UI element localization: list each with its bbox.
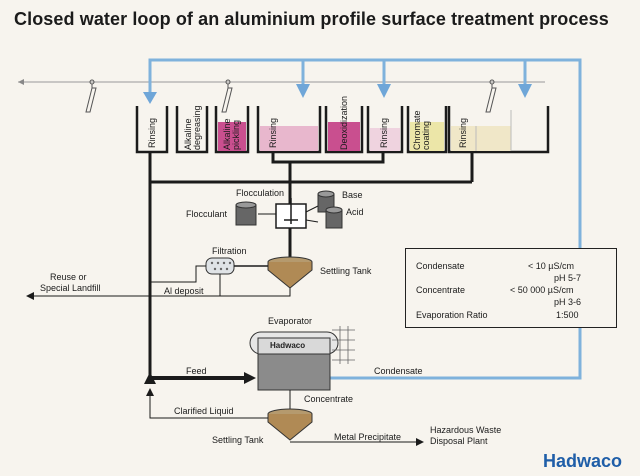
hanging-profile: [221, 79, 233, 113]
tank-outline: [447, 106, 550, 154]
return-arrow: [143, 92, 157, 104]
page-title: Closed water loop of an aluminium profil…: [14, 9, 609, 29]
settling-tank-2-label: Settling Tank: [212, 435, 264, 445]
hazardous-waste-label: Hazardous Waste: [430, 425, 502, 435]
tank-label: Rinsing: [379, 117, 389, 148]
tank-label: Rinsing: [458, 117, 468, 148]
filtration-label: Filtration: [212, 246, 247, 256]
feed-arrow: [244, 372, 256, 384]
clarified-arrow: [146, 388, 154, 396]
clarified-liquid-line: [149, 392, 268, 419]
concentrate-label: Concentrate: [304, 394, 354, 404]
spec-name: Concentrate: [416, 285, 466, 295]
tank-outline: [214, 106, 250, 154]
tank-label: Alkaline pickling: [222, 118, 241, 150]
specs-box: Condensate < 10 µS/cm pH 5-7 Concentrate…: [405, 248, 617, 328]
flocculation-vessel: [275, 198, 307, 229]
drain-manifold: [148, 152, 474, 380]
reuse-label: Reuse or: [50, 272, 87, 282]
al-deposit-line: [30, 288, 291, 297]
tank-row: [135, 106, 550, 154]
precipitate-arrow: [416, 438, 424, 446]
conveyor-arrow: [18, 79, 24, 85]
spec-value: < 50 000 µS/cm: [510, 285, 574, 295]
base-feed: [305, 205, 319, 213]
settling-tank-2: [267, 408, 313, 441]
evaporator-label: Evaporator: [268, 316, 313, 326]
spec-sub: pH 5-7: [554, 273, 582, 283]
loop-arrow: [144, 372, 156, 384]
base-label: Base: [342, 190, 363, 200]
filtrate-return: [150, 265, 206, 283]
tank-outline: [366, 106, 404, 154]
rinsing-bath: [370, 128, 400, 151]
reuse-arrow: [26, 292, 34, 300]
settling-tank-label: Settling Tank: [320, 266, 372, 276]
special-landfill-label: Special Landfill: [40, 283, 101, 293]
rinsing-bath: [260, 126, 318, 151]
evaporator-unit: [249, 326, 355, 391]
feed-label: Feed: [186, 366, 207, 376]
flocculant-label: Flocculant: [186, 209, 228, 219]
tank-outline: [324, 106, 364, 154]
hanging-profile: [85, 79, 97, 113]
condensate-label: Condensate: [374, 366, 423, 376]
flocculant-drum: [235, 201, 257, 226]
acid-drum: [325, 206, 343, 229]
brand-logo: Hadwaco: [542, 451, 622, 471]
deoxidization-bath: [328, 122, 360, 151]
hanging-profile: [485, 79, 497, 113]
tank-outline: [175, 106, 209, 154]
spec-name: Condensate: [416, 261, 465, 271]
evaporator-brand: Hadwaco: [270, 341, 306, 350]
settling-tank-1: [267, 256, 313, 289]
filtration-unit: [205, 257, 235, 275]
return-arrow: [377, 84, 391, 98]
pickling-bath: [218, 122, 246, 151]
tank-outline: [256, 106, 322, 154]
chromate-bath: [410, 122, 444, 151]
acid-label: Acid: [346, 207, 364, 217]
return-arrow: [296, 84, 310, 98]
tank-label: Rinsing: [147, 117, 157, 148]
tank-outline: [135, 106, 169, 154]
spec-sub: pH 3-6: [554, 297, 582, 307]
acid-feed: [305, 219, 319, 223]
metal-precipitate-label: Metal Precipitate: [334, 432, 402, 442]
disposal-plant-label: Disposal Plant: [430, 436, 488, 446]
rinsing-bath: [451, 126, 511, 151]
tank-label: Chromate coating: [412, 110, 431, 150]
spec-value: 1:500: [556, 310, 579, 320]
al-deposit-label: Al deposit: [164, 286, 204, 296]
tank-label: Deoxidization: [339, 95, 349, 150]
flocculation-label: Flocculation: [236, 188, 285, 198]
spec-name: Evaporation Ratio: [416, 310, 488, 320]
spec-value: < 10 µS/cm: [528, 261, 574, 271]
tank-outline: [406, 106, 448, 154]
tank-label: Alkaline degreasing: [183, 105, 202, 150]
tank-label: Rinsing: [268, 117, 278, 148]
return-arrow: [518, 84, 532, 98]
clarified-liquid-label: Clarified Liquid: [174, 406, 234, 416]
